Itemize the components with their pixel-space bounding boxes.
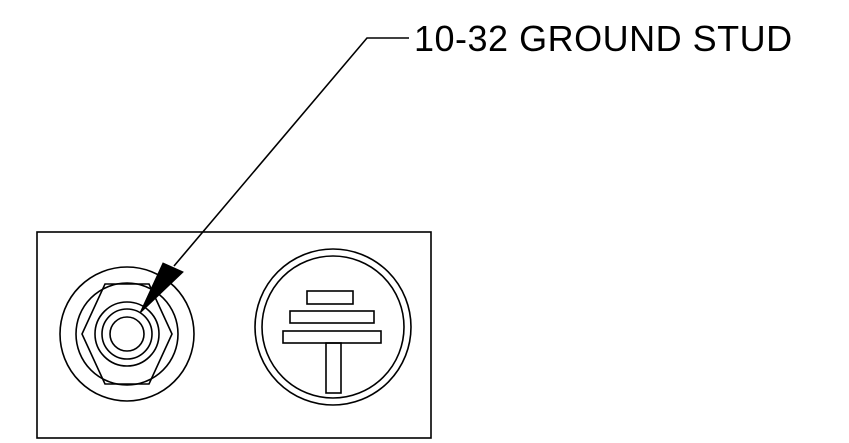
callout-label: 10-32 GROUND STUD (414, 18, 793, 59)
panel-outline (36, 231, 432, 439)
callout-leader (139, 37, 409, 314)
stud-hex-nut (81, 283, 173, 385)
ground-bar-top (306, 290, 354, 305)
stud-thread (109, 316, 145, 352)
ground-stud-icon (59, 266, 195, 402)
stud-washer-inner (101, 308, 153, 360)
stud-nut-face (75, 282, 179, 386)
ground-symbol-inner-ring (261, 255, 405, 399)
leader-line (173, 37, 409, 267)
stud-outer-ring (59, 266, 195, 402)
ground-bar-middle (289, 310, 375, 324)
stud-washer (94, 301, 160, 367)
ground-stem (325, 342, 342, 394)
ground-symbol-icon (254, 248, 412, 406)
ground-symbol-outer-ring (254, 248, 412, 406)
leader-arrowhead (139, 262, 184, 314)
ground-bar-bottom (282, 330, 382, 344)
